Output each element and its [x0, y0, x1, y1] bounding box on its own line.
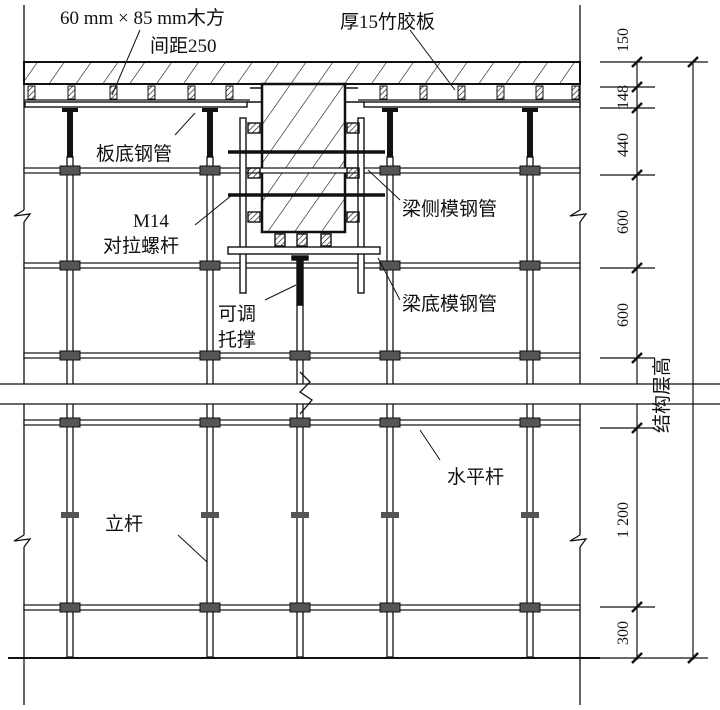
dimension-tick [687, 652, 699, 664]
coupler [59, 165, 81, 176]
coupler [379, 260, 401, 271]
coupler [199, 602, 221, 613]
coupler [381, 512, 399, 518]
beam-formwork [227, 117, 385, 306]
coupler [519, 602, 541, 613]
dimension-lines [600, 56, 708, 664]
timber-joist [67, 85, 76, 100]
coupler [519, 260, 541, 271]
timber-joist [496, 85, 505, 100]
coupler [199, 260, 221, 271]
label-tie-rod: 对拉螺杆 [103, 235, 179, 257]
u-head [522, 108, 538, 112]
beam-bottom-pipe [227, 246, 381, 255]
dimension-tick [687, 56, 699, 68]
coupler [521, 512, 539, 518]
label-timber-spacing: 间距250 [150, 35, 217, 57]
screw-jack [67, 112, 73, 157]
coupler [379, 602, 401, 613]
coupler [199, 350, 221, 361]
screw-jack [527, 112, 533, 157]
break-band [0, 371, 720, 415]
label-upright: 立杆 [105, 513, 143, 535]
horizontal-bar [23, 167, 581, 174]
timber-joist [457, 85, 466, 100]
coupler [379, 165, 401, 176]
dimension-tick [631, 169, 643, 181]
label-horizontal-bar: 水平杆 [447, 466, 504, 488]
upright-tube [66, 156, 74, 658]
coupler [61, 512, 79, 518]
dim-600a: 600 [615, 210, 632, 234]
dim-300: 300 [615, 621, 632, 645]
upright-tube [206, 156, 214, 658]
coupler [289, 350, 311, 361]
label-plywood: 厚15竹胶板 [340, 11, 435, 33]
u-head [382, 108, 398, 112]
dimension-tick [631, 422, 643, 434]
slab-bottom-pipes [24, 87, 581, 108]
label-tie-rod-size: M14 [133, 211, 169, 232]
dimension-tick [631, 601, 643, 613]
dim-1200: 1 200 [615, 502, 632, 538]
u-head [62, 108, 78, 112]
u-head [202, 108, 218, 112]
timber-joist [535, 85, 544, 100]
coupler [59, 350, 81, 361]
upright-tube [526, 156, 534, 658]
screw-jack [207, 112, 213, 157]
coupler [289, 417, 311, 428]
timber-joist [27, 85, 36, 100]
label-slab-pipe: 板底钢管 [96, 143, 172, 165]
screw-jack [387, 112, 393, 157]
timber-joist [419, 85, 428, 100]
label-story-height: 结构层高 [651, 357, 673, 433]
timber-joist [187, 85, 196, 100]
label-support: 托撑 [218, 329, 256, 351]
coupler [291, 512, 309, 518]
leader-lines [111, 29, 456, 563]
coupler [201, 512, 219, 518]
dim-600b: 600 [615, 303, 632, 327]
concrete-slab [23, 61, 581, 234]
coupler [519, 350, 541, 361]
coupler [59, 602, 81, 613]
dimension-tick [631, 262, 643, 274]
dimension-tick [631, 102, 643, 114]
label-timber: 60 mm × 85 mm木方 [60, 7, 225, 29]
coupler [59, 417, 81, 428]
coupler [199, 417, 221, 428]
label-beam-side-pipe: 梁侧模钢管 [402, 198, 497, 220]
coupler [379, 350, 401, 361]
label-adjustable: 可调 [218, 303, 256, 325]
timber-joists [24, 85, 580, 101]
dimension-tick [631, 352, 643, 364]
coupler [519, 417, 541, 428]
label-beam-bottom-pipe: 梁底模钢管 [402, 293, 497, 315]
dim-148: 148 [615, 85, 632, 109]
coupler [519, 165, 541, 176]
coupler [379, 417, 401, 428]
dimension-tick [631, 56, 643, 68]
coupler [199, 165, 221, 176]
timber-joist [225, 85, 234, 100]
timber-joist [379, 85, 388, 100]
timber-joist [571, 85, 580, 100]
upright-tube [386, 156, 394, 658]
dim-150: 150 [615, 28, 632, 52]
dimension-tick [631, 652, 643, 664]
dim-440: 440 [615, 133, 632, 157]
coupler [59, 260, 81, 271]
dimension-tick [631, 81, 643, 93]
coupler [289, 602, 311, 613]
timber-joist [147, 85, 156, 100]
adjustable-support [296, 259, 304, 306]
